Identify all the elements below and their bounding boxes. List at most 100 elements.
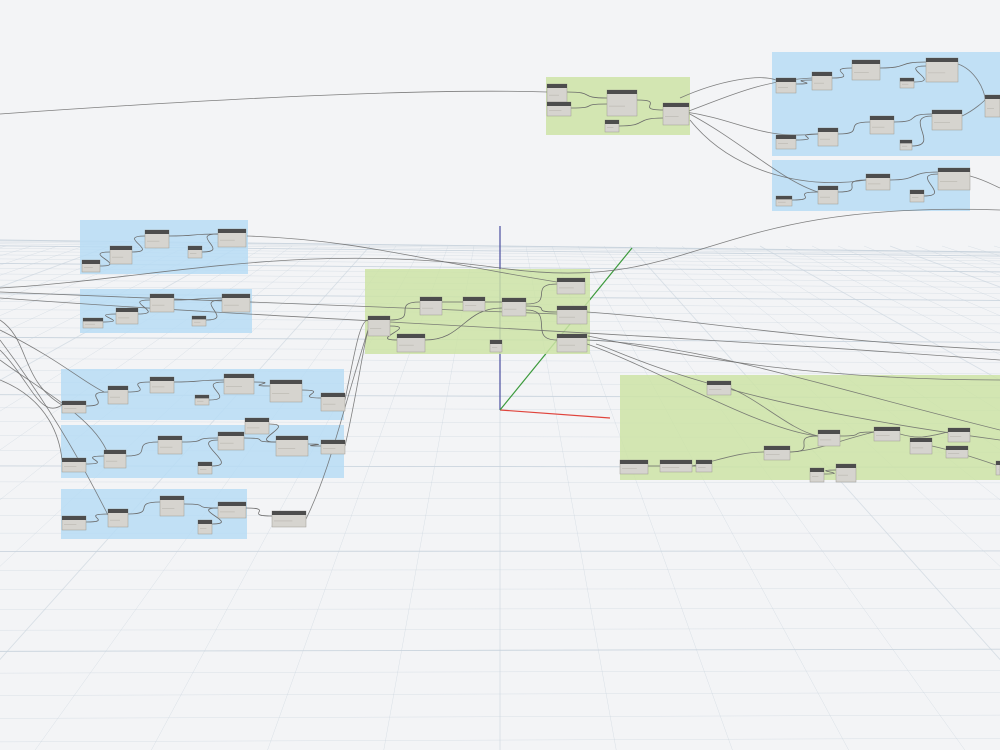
node-group-blue[interactable] (772, 52, 1000, 156)
graph-node[interactable] (775, 134, 797, 150)
graph-node[interactable] (197, 519, 213, 535)
connector-wire[interactable] (586, 311, 1000, 351)
graph-node[interactable] (396, 333, 426, 353)
graph-node[interactable] (865, 173, 891, 191)
graph-node[interactable] (115, 307, 139, 325)
graph-node[interactable] (223, 373, 255, 395)
graph-node[interactable] (775, 195, 793, 207)
connector-wire[interactable] (173, 297, 223, 301)
graph-node[interactable] (604, 119, 620, 133)
graph-node[interactable] (763, 445, 791, 461)
connector-wire[interactable] (245, 507, 273, 517)
graph-node[interactable] (367, 315, 391, 337)
graph-node[interactable] (695, 459, 713, 473)
graph-node[interactable] (925, 57, 959, 83)
connector-wire[interactable] (205, 299, 223, 321)
graph-node[interactable] (909, 437, 933, 455)
connector-wire[interactable] (923, 173, 939, 197)
graph-node[interactable] (501, 297, 527, 317)
connector-wire[interactable] (685, 111, 819, 136)
graph-node[interactable] (61, 515, 87, 531)
connector-wire[interactable] (525, 283, 558, 305)
connector-wire[interactable] (879, 61, 927, 69)
connector-wire[interactable] (208, 507, 222, 525)
connector-wire[interactable] (586, 343, 819, 437)
connector-wire[interactable] (679, 77, 777, 99)
graph-node[interactable] (61, 400, 87, 414)
connector-wire[interactable] (0, 297, 1000, 361)
connector-wire[interactable] (789, 435, 819, 453)
graph-node[interactable] (419, 296, 443, 316)
connector-wire[interactable] (795, 79, 813, 85)
graph-node[interactable] (706, 380, 732, 396)
connector-wire[interactable] (0, 379, 63, 461)
graph-node[interactable] (271, 510, 307, 528)
graph-node[interactable] (619, 459, 649, 475)
connector-wire[interactable] (0, 339, 109, 516)
graph-node[interactable] (191, 315, 207, 327)
connector-wire[interactable] (137, 299, 151, 315)
connector-wire[interactable] (173, 379, 225, 383)
graph-node[interactable] (817, 429, 841, 447)
connector-wire[interactable] (685, 111, 819, 193)
node-group-blue[interactable] (61, 489, 247, 539)
graph-node[interactable] (82, 317, 104, 329)
connector-wire[interactable] (566, 91, 608, 99)
connector-wire[interactable] (85, 513, 109, 523)
graph-node[interactable] (899, 77, 915, 89)
connector-wire[interactable] (424, 307, 503, 341)
connector-wire[interactable] (246, 235, 558, 283)
graph-node[interactable] (217, 431, 245, 451)
connector-wire[interactable] (618, 117, 664, 127)
connector-wire[interactable] (957, 63, 986, 101)
connector-wire[interactable] (893, 113, 933, 123)
graph-node[interactable] (197, 461, 213, 475)
connector-wire[interactable] (266, 423, 279, 443)
connector-wire[interactable] (201, 233, 219, 253)
graph-node[interactable] (107, 385, 129, 405)
connector-wire[interactable] (525, 309, 558, 341)
connector-wire[interactable] (791, 191, 819, 201)
graph-node[interactable] (873, 426, 901, 442)
connector-wire[interactable] (837, 121, 871, 135)
connector-wire[interactable] (0, 208, 1000, 289)
connector-wire[interactable] (839, 431, 875, 437)
graph-node[interactable] (187, 245, 203, 259)
connector-wire[interactable] (729, 387, 819, 437)
connector-wire[interactable] (570, 103, 608, 109)
connector-wire[interactable] (183, 503, 219, 509)
graph-node[interactable] (556, 333, 588, 353)
connector-wire[interactable] (99, 251, 111, 267)
graph-node[interactable] (149, 376, 175, 394)
graph-node[interactable] (144, 229, 170, 249)
connector-wire[interactable] (127, 381, 151, 393)
graph-node[interactable] (194, 394, 210, 406)
graph-node[interactable] (817, 185, 839, 205)
connector-wire[interactable] (208, 439, 222, 467)
connector-wire[interactable] (911, 115, 933, 147)
connector-wire[interactable] (131, 235, 146, 253)
connector-wire[interactable] (389, 301, 421, 321)
connector-wire[interactable] (102, 313, 117, 323)
connector-wire[interactable] (168, 233, 219, 237)
graph-node[interactable] (103, 449, 127, 469)
connector-wire[interactable] (636, 99, 664, 111)
connector-wire[interactable] (0, 319, 63, 406)
graph-node[interactable] (606, 89, 638, 117)
connector-wire[interactable] (307, 443, 322, 447)
connector-wire[interactable] (125, 441, 159, 457)
graph-node[interactable] (269, 379, 303, 403)
graph-node[interactable] (809, 467, 825, 483)
graph-node[interactable] (217, 501, 247, 519)
connector-wire[interactable] (525, 305, 558, 313)
graph-node[interactable] (945, 445, 969, 459)
graph-node[interactable] (217, 228, 247, 248)
connector-wire[interactable] (127, 501, 161, 515)
graph-node[interactable] (947, 427, 971, 443)
connector-wire[interactable] (961, 99, 986, 117)
graph-node[interactable] (775, 77, 797, 94)
graph-node[interactable] (149, 293, 175, 313)
graph-node[interactable] (221, 293, 251, 313)
connector-wire[interactable] (595, 343, 1000, 441)
